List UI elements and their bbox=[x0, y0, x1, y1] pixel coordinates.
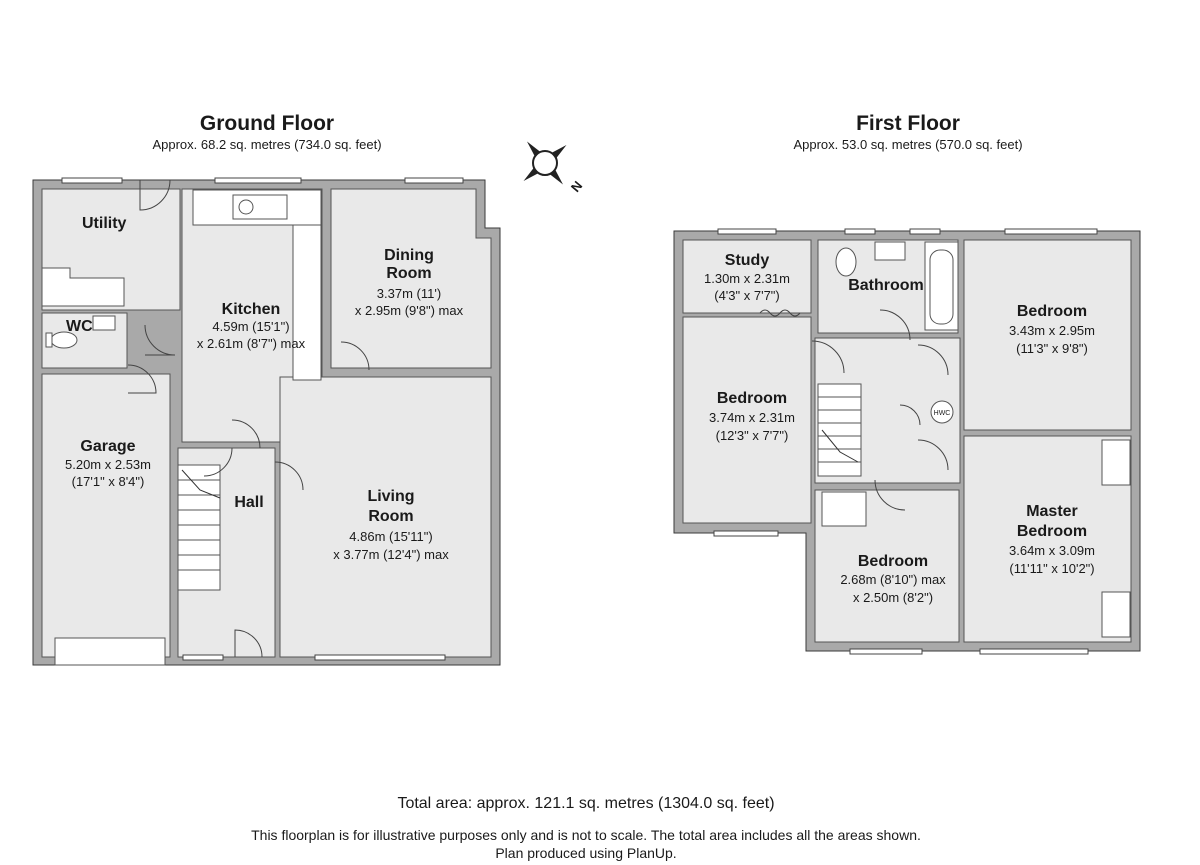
study-dim-1: 1.30m x 2.31m bbox=[704, 271, 790, 286]
ground-floor-title: Ground Floor bbox=[200, 112, 334, 135]
kitchen-dim-1: 4.59m (15'1") bbox=[212, 319, 289, 334]
garage-dim-2: (17'1" x 8'4") bbox=[72, 474, 145, 489]
study-window bbox=[717, 228, 777, 235]
kitchen-window bbox=[214, 177, 302, 184]
bedroom-w-door-icon bbox=[811, 340, 845, 374]
first-floor-title: First Floor bbox=[856, 112, 960, 135]
hall-stair-door-icon bbox=[203, 447, 233, 477]
hall-window bbox=[182, 654, 224, 661]
hwc-cylinder-icon bbox=[930, 400, 954, 424]
utility-label: Utility bbox=[82, 215, 127, 232]
bedroom-ne-dim-2: (11'3" x 9'8") bbox=[1016, 341, 1088, 356]
total-area-text: Total area: approx. 121.1 sq. metres (13… bbox=[397, 795, 774, 812]
front-door-icon bbox=[234, 629, 263, 658]
sink-bowl-icon bbox=[238, 199, 254, 215]
bath-basin-icon bbox=[874, 241, 906, 261]
first-floor-area: Approx. 53.0 sq. metres (570.0 sq. feet) bbox=[793, 137, 1022, 152]
master-door-icon bbox=[917, 439, 949, 471]
garage-floor bbox=[41, 373, 171, 658]
bedroom-ne-floor bbox=[963, 239, 1132, 431]
compass-icon: N bbox=[523, 141, 586, 195]
dining-dim-2: x 2.95m (9'8") max bbox=[355, 303, 464, 318]
bedroom-s-dim-2: x 2.50m (8'2") bbox=[853, 590, 933, 605]
toilet-cistern-icon bbox=[45, 332, 53, 348]
bedroom-ne-door-icon bbox=[917, 344, 949, 376]
dining-window bbox=[404, 177, 464, 184]
hwc-label: HWC bbox=[934, 410, 951, 417]
kitchen-dim-2: x 2.61m (8'7") max bbox=[197, 336, 306, 351]
living-dim-2: x 3.77m (12'4") max bbox=[333, 547, 449, 562]
bathroom-window-1 bbox=[844, 228, 876, 235]
bedroom-s-label: Bedroom bbox=[858, 553, 928, 570]
bedroom-ne-label: Bedroom bbox=[1017, 303, 1087, 320]
living-dim-1: 4.86m (15'11") bbox=[349, 529, 432, 544]
bedroom-w-dim-1: 3.74m x 2.31m bbox=[709, 410, 795, 425]
living-label-1: Living bbox=[367, 488, 414, 505]
ground-stairs-icon bbox=[177, 464, 221, 591]
bedroom-w-floor bbox=[682, 316, 812, 524]
living-label-2: Room bbox=[368, 508, 413, 525]
ground-floor-plan: Ground Floor Approx. 68.2 sq. metres (73… bbox=[32, 112, 501, 666]
dining-label-1: Dining bbox=[384, 247, 434, 264]
bedroom-w-window bbox=[713, 530, 779, 537]
bathroom-door-icon bbox=[879, 309, 911, 341]
kitchen-hall-door-icon bbox=[231, 419, 261, 449]
study-dim-2: (4'3" x 7'7") bbox=[714, 288, 780, 303]
kitchen-counter bbox=[292, 224, 322, 381]
dining-label-2: Room bbox=[386, 265, 431, 282]
utility-worktop bbox=[41, 267, 125, 307]
utility-window bbox=[61, 177, 123, 184]
ground-floor-area: Approx. 68.2 sq. metres (734.0 sq. feet) bbox=[152, 137, 381, 152]
bedroom-w-dim-2: (12'3" x 7'7") bbox=[716, 428, 789, 443]
study-wardrobe-door-icon bbox=[759, 309, 801, 317]
garage-door bbox=[54, 637, 166, 666]
kitchen-label: Kitchen bbox=[222, 301, 281, 318]
first-floor-plan: First Floor Approx. 53.0 sq. metres (570… bbox=[673, 112, 1141, 655]
garage-dim-1: 5.20m x 2.53m bbox=[65, 457, 151, 472]
bath-toilet-icon bbox=[835, 247, 857, 277]
hwc-door-icon bbox=[899, 404, 921, 426]
wc-garage-door-icon bbox=[127, 364, 157, 394]
bedroom-w-label: Bedroom bbox=[717, 390, 787, 407]
living-room-floor bbox=[279, 376, 492, 658]
bedroom-s-dim-1: 2.68m (8'10") max bbox=[840, 572, 946, 587]
living-hall-door-icon bbox=[274, 461, 304, 491]
dining-living-door-icon bbox=[340, 341, 370, 371]
bathtub-inner-icon bbox=[929, 249, 954, 325]
dining-dim-1: 3.37m (11') bbox=[377, 286, 441, 301]
bedroom-s-door-icon bbox=[874, 479, 906, 511]
wardrobe-2 bbox=[1101, 591, 1131, 638]
wc-label: WC bbox=[66, 318, 93, 335]
bathroom-label: Bathroom bbox=[848, 277, 924, 294]
first-stairs-icon bbox=[817, 383, 862, 477]
bedroom-s-cupboard bbox=[821, 491, 867, 527]
disclaimer-text: This floorplan is for illustrative purpo… bbox=[251, 827, 921, 843]
hall-label: Hall bbox=[234, 494, 263, 511]
bedroom-ne-dim-1: 3.43m x 2.95m bbox=[1009, 323, 1095, 338]
master-dim-1: 3.64m x 3.09m bbox=[1009, 543, 1095, 558]
living-window bbox=[314, 654, 446, 661]
study-label: Study bbox=[725, 252, 770, 269]
dining-room-floor bbox=[330, 188, 492, 369]
bedroom-ne-window bbox=[1004, 228, 1098, 235]
bedroom-s-window bbox=[849, 648, 923, 655]
garage-label: Garage bbox=[80, 438, 135, 455]
bathroom-window-2 bbox=[909, 228, 941, 235]
compass-north-label: N bbox=[568, 178, 586, 195]
wc-basin-icon bbox=[92, 315, 116, 331]
wardrobe-1 bbox=[1101, 439, 1131, 486]
kitchen-sink bbox=[232, 194, 288, 220]
master-window bbox=[979, 648, 1089, 655]
master-label-1: Master bbox=[1026, 503, 1078, 520]
utility-back-door-icon bbox=[139, 179, 171, 211]
study-floor bbox=[682, 239, 812, 314]
master-dim-2: (11'11" x 10'2") bbox=[1009, 561, 1094, 576]
kitchen-utility-door-icon bbox=[144, 324, 176, 356]
produced-by-text: Plan produced using PlanUp. bbox=[495, 845, 676, 861]
master-label-2: Bedroom bbox=[1017, 523, 1087, 540]
